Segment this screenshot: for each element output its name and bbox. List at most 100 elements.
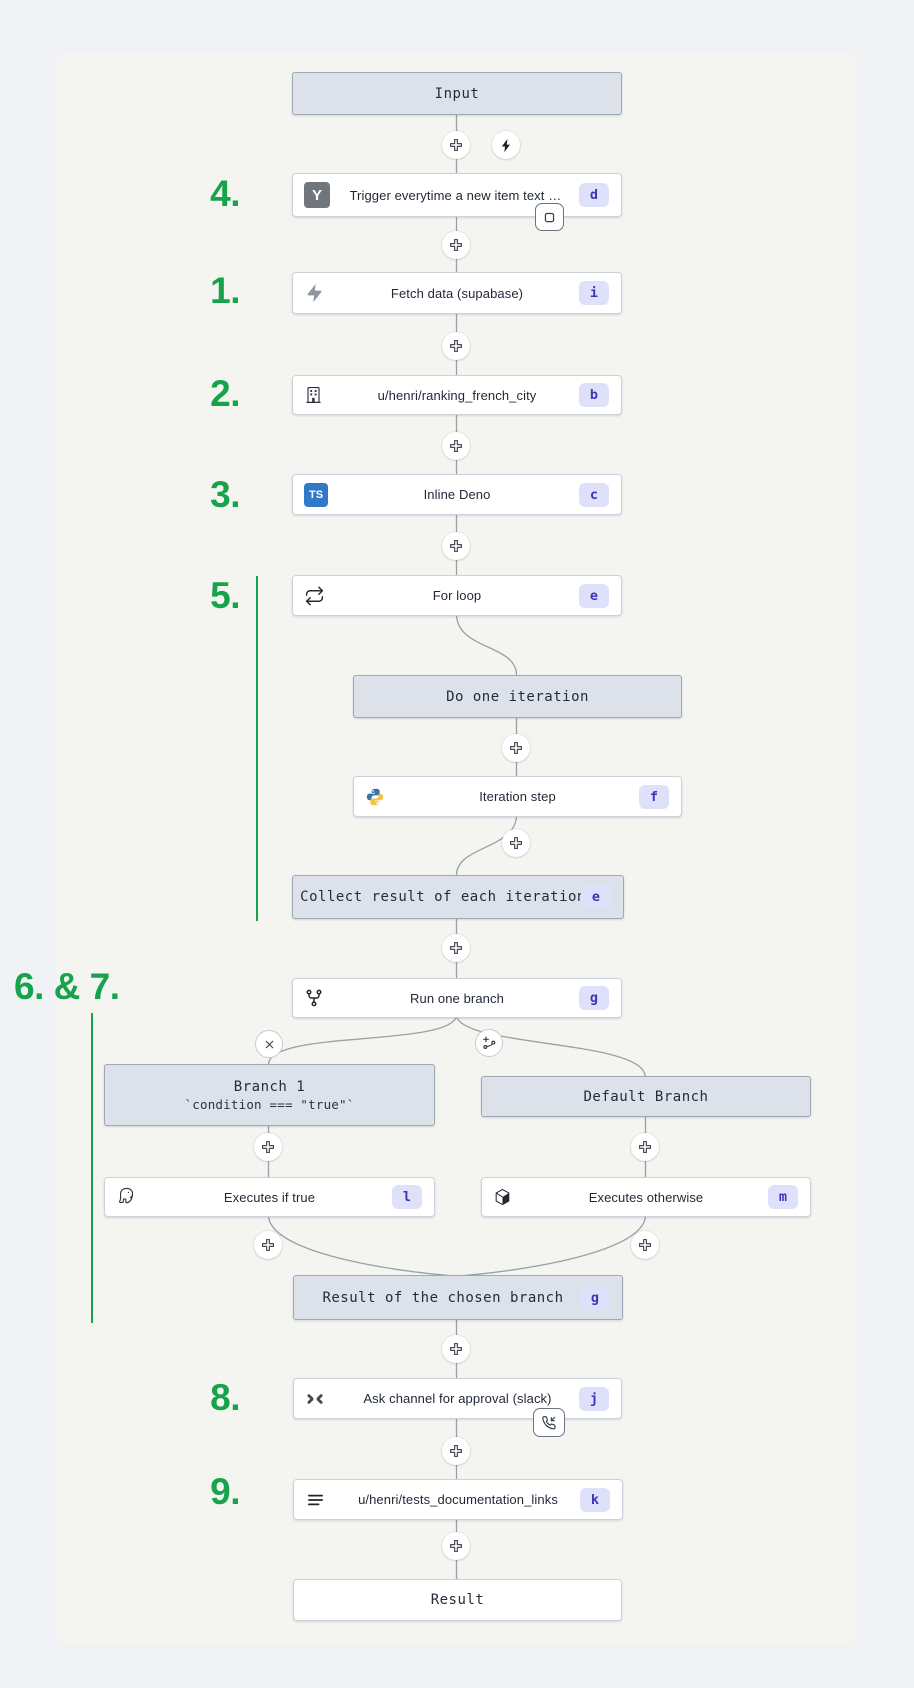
hackernews-icon: Y (304, 182, 330, 208)
node-for-loop[interactable]: For loop e (292, 575, 622, 616)
plus-icon (261, 1140, 275, 1154)
add-step-button[interactable] (631, 1231, 659, 1259)
postgresql-elephant-icon (116, 1187, 137, 1208)
node-iteration-step-label: Iteration step (479, 789, 556, 804)
add-step-button[interactable] (442, 1335, 470, 1363)
annotation-5: 5. (210, 575, 240, 616)
result-box-label: Result (430, 1592, 485, 1608)
node-executes-otherwise[interactable]: Executes otherwise m (481, 1177, 811, 1217)
suspend-approval-button[interactable] (533, 1408, 565, 1437)
branch-result-label: Result of the chosen branch (322, 1289, 564, 1306)
lightning-bolt-icon (501, 138, 510, 152)
step-badge: e (579, 583, 609, 608)
node-ranking-label: u/henri/ranking_french_city (377, 387, 537, 403)
node-fetch-label: Fetch data (supabase) (390, 285, 524, 301)
remove-branch-button[interactable] (255, 1030, 283, 1058)
collect-result-box[interactable]: Collect result of each iteration e (292, 875, 624, 919)
input-box[interactable]: Input (292, 72, 622, 115)
typescript-icon: TS (304, 482, 328, 507)
node-ranking-french-city[interactable]: u/henri/ranking_french_city b (292, 375, 622, 415)
annotation-1: 1. (210, 270, 240, 311)
plus-icon (638, 1238, 652, 1252)
node-fetch-data[interactable]: Fetch data (supabase) i (292, 272, 622, 314)
step-badge: g (580, 1285, 610, 1310)
step-badge: l (392, 1185, 422, 1209)
plus-icon (509, 836, 523, 850)
plus-icon (449, 1342, 463, 1356)
stop-square-icon (544, 212, 555, 222)
plus-icon (449, 1539, 463, 1553)
do-one-iteration-box[interactable]: Do one iteration (353, 675, 682, 718)
add-step-button[interactable] (442, 131, 470, 159)
branch-1-title: Branch 1 (233, 1078, 306, 1095)
do-one-iteration-label: Do one iteration (446, 688, 589, 705)
step-badge: b (579, 383, 609, 407)
step-badge: m (768, 1185, 798, 1209)
node-for-loop-label: For loop (432, 588, 482, 603)
section-5-line (255, 576, 258, 921)
plus-icon (449, 941, 463, 955)
add-step-button[interactable] (442, 1532, 470, 1560)
plus-icon (449, 439, 463, 453)
step-badge: j (579, 1386, 609, 1411)
section-6-7-line (90, 1013, 93, 1323)
supabase-bolt-icon (304, 283, 325, 304)
repeat-icon (304, 585, 325, 606)
node-inline-deno[interactable]: TS Inline Deno c (292, 474, 622, 515)
node-run-one-branch[interactable]: Run one branch g (292, 978, 622, 1018)
add-step-button[interactable] (254, 1231, 282, 1259)
trigger-bolt-button[interactable] (492, 131, 520, 159)
branch-1-condition: `condition === "true"` (184, 1096, 355, 1112)
add-step-button[interactable] (442, 1437, 470, 1465)
node-trigger-label: Trigger everytime a new item text o… (349, 187, 565, 203)
plus-icon (449, 339, 463, 353)
add-step-button[interactable] (442, 231, 470, 259)
step-badge: f (639, 784, 669, 809)
branch-result-box[interactable]: Result of the chosen branch g (293, 1275, 623, 1320)
git-fork-icon (304, 988, 324, 1008)
annotation-9: 9. (210, 1471, 240, 1512)
plus-icon (509, 741, 523, 755)
node-executes-otherwise-label: Executes otherwise (588, 1189, 704, 1205)
node-ask-approval[interactable]: Ask channel for approval (slack) j (293, 1378, 622, 1419)
node-tests-documentation-links[interactable]: u/henri/tests_documentation_links k (293, 1479, 623, 1520)
add-step-button[interactable] (631, 1133, 659, 1161)
early-stop-button[interactable] (535, 203, 564, 231)
menu-lines-icon (305, 1489, 326, 1510)
plus-icon (449, 539, 463, 553)
plus-icon (261, 1238, 275, 1252)
branch-1-box[interactable]: Branch 1 `condition === "true"` (104, 1064, 435, 1126)
node-executes-if-true[interactable]: Executes if true l (104, 1177, 435, 1217)
add-step-button[interactable] (442, 532, 470, 560)
add-step-button[interactable] (442, 432, 470, 460)
annotation-2: 2. (210, 373, 240, 414)
add-step-button[interactable] (502, 829, 530, 857)
node-executes-if-true-label: Executes if true (223, 1189, 316, 1205)
plus-icon (449, 138, 463, 152)
node-trigger[interactable]: Y Trigger everytime a new item text o… d (292, 173, 622, 217)
add-step-button[interactable] (254, 1133, 282, 1161)
branch-plus-icon (483, 1036, 496, 1049)
add-branch-button[interactable] (475, 1029, 503, 1057)
step-badge: e (581, 885, 611, 909)
input-box-label: Input (434, 85, 480, 102)
annotation-3: 3. (210, 474, 240, 515)
node-iteration-step[interactable]: Iteration step f (353, 776, 682, 817)
add-step-button[interactable] (442, 934, 470, 962)
phone-incoming-icon (542, 1415, 556, 1430)
slack-icon (305, 1389, 325, 1409)
default-branch-box[interactable]: Default Branch (481, 1076, 811, 1117)
close-icon (265, 1040, 273, 1048)
annotation-4: 4. (210, 173, 240, 214)
step-badge: c (579, 482, 609, 507)
plus-icon (449, 238, 463, 252)
result-box[interactable]: Result (293, 1579, 622, 1621)
add-step-button[interactable] (502, 734, 530, 762)
step-badge: i (579, 281, 609, 305)
step-badge: d (579, 183, 609, 207)
node-ask-approval-label: Ask channel for approval (slack) (363, 1391, 552, 1406)
building-icon (304, 386, 323, 405)
add-step-button[interactable] (442, 332, 470, 360)
annotation-6-7: 6. & 7. (14, 966, 120, 1007)
step-badge: k (580, 1487, 610, 1512)
